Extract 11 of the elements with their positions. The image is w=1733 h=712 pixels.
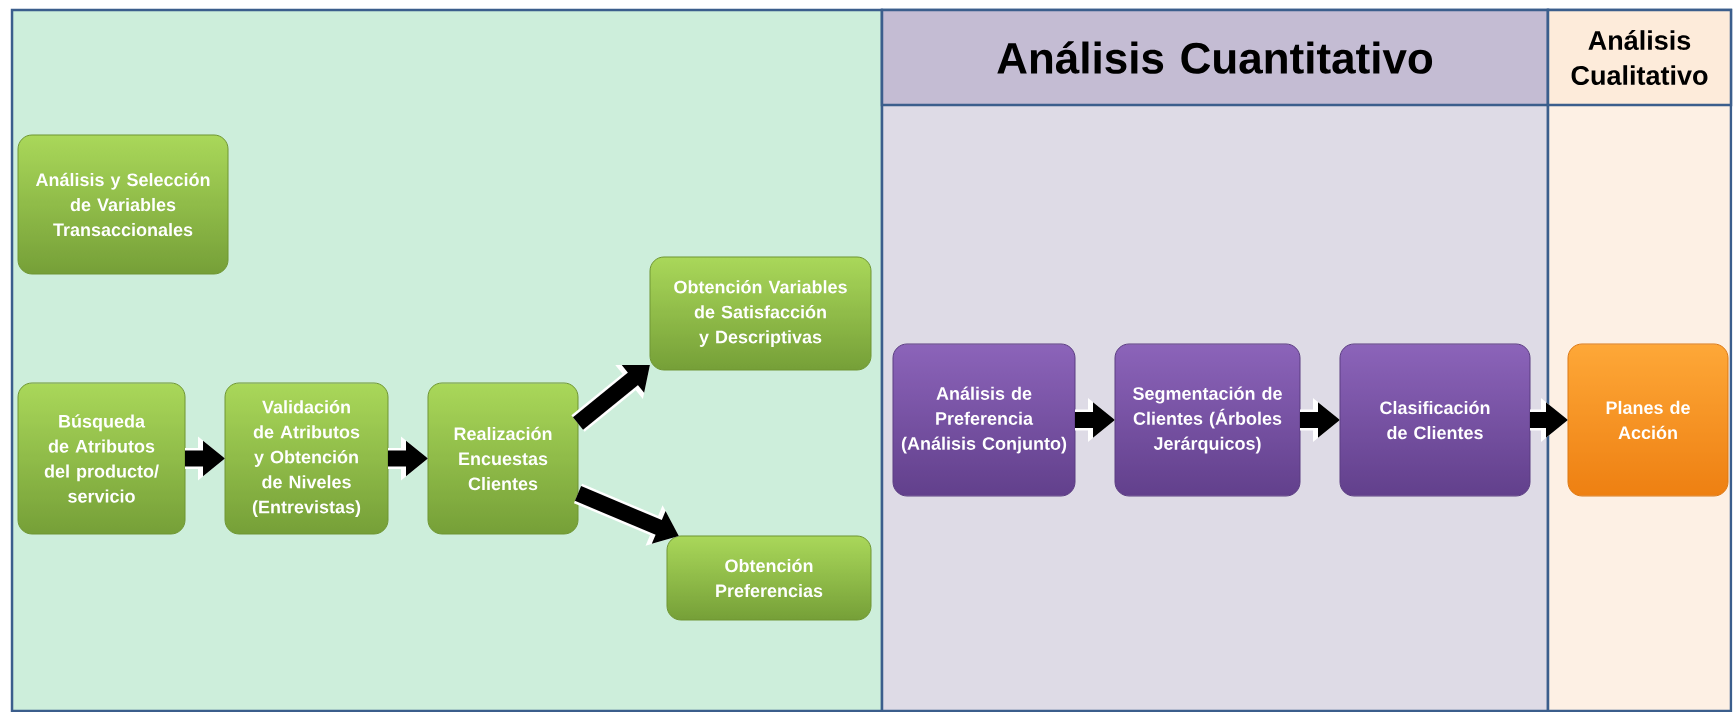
process-box: Segmentación de Clientes (Árboles Jerárquicos) [1114, 343, 1301, 497]
process-box: Planes de Acción [1567, 343, 1729, 497]
process-box: Realización Encuestas Clientes [427, 382, 579, 535]
process-box: Obtención Preferencias [666, 535, 872, 621]
process-box: Análisis de Preferencia (Análisis Conjunto) [892, 343, 1076, 497]
process-box: Análisis y Selección de Variables Transaccionales [17, 134, 229, 275]
block-arrow [571, 365, 650, 432]
process-box: Obtención Variables de Satisfacción y Descriptivas [649, 256, 872, 371]
process-box: Búsqueda de Atributos del producto/ servicio [17, 382, 186, 535]
process-box: Clasificación de Clientes [1339, 343, 1531, 497]
process-box: Validación de Atributos y Obtención de Niveles (Entrevistas) [224, 382, 389, 535]
